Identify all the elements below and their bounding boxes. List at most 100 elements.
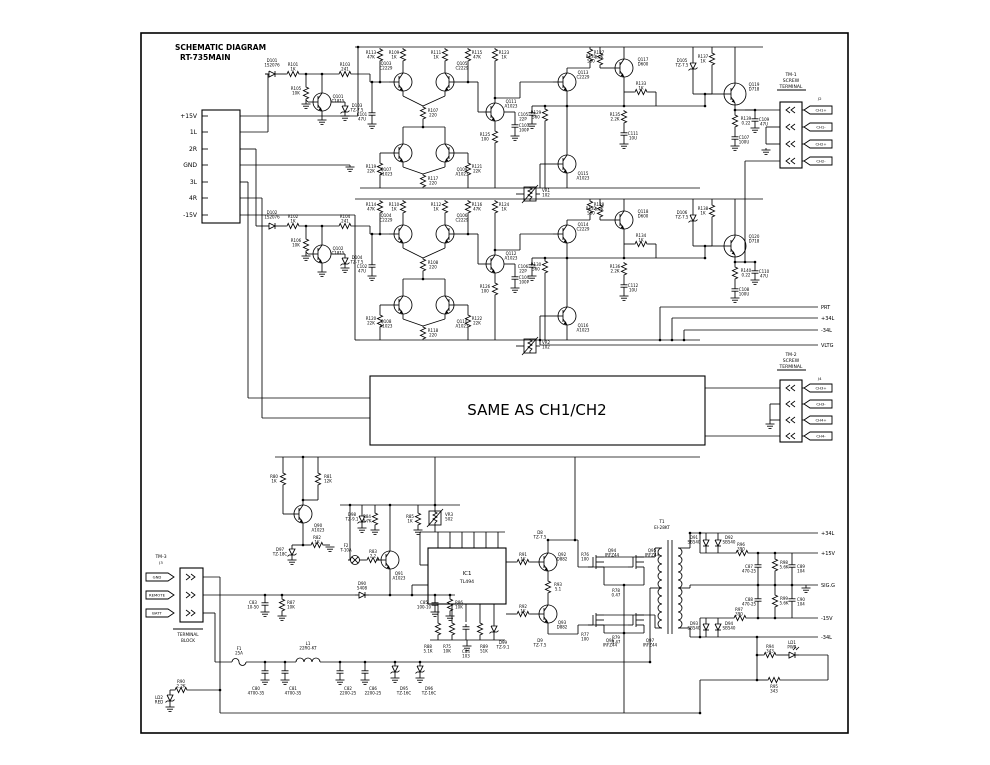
component-label: 22RG-KT: [299, 646, 317, 651]
component-label: A1023: [577, 176, 590, 181]
tm3-name: TM-3: [154, 554, 166, 560]
component-label: Q120: [749, 234, 760, 239]
component-label: R99: [780, 596, 788, 601]
component-label: LD1: [788, 640, 796, 645]
component-label: Q103: [381, 61, 392, 66]
component-label: 241: [341, 219, 349, 224]
component-label: IRFZ44: [605, 553, 620, 558]
component-label: Q119: [749, 82, 760, 87]
component-label: 10K: [292, 91, 300, 96]
tm1-tag-2: [803, 122, 833, 132]
component-label: D103: [352, 103, 363, 108]
pin-label: +15V: [180, 113, 198, 120]
component-label: C88: [745, 597, 753, 602]
component-label: 1K: [520, 557, 526, 562]
component-label: R80: [270, 474, 278, 479]
component-label: R134: [636, 233, 647, 238]
component-label: Q96: [606, 638, 615, 643]
component-label: 104: [797, 569, 805, 574]
tm2-block: [779, 379, 803, 443]
component-label: 100: [581, 557, 589, 562]
component-label: D92: [725, 535, 734, 540]
tm3-caption: BLOCK: [181, 638, 195, 643]
tm3-tag-3: [145, 608, 175, 618]
pin-label: 1L: [190, 129, 198, 136]
component-label: 5408: [357, 586, 368, 591]
component-label: 390: [735, 612, 743, 617]
component-label: Q112: [506, 251, 517, 256]
component-label: R110: [389, 202, 400, 207]
component-label: 102: [542, 345, 550, 350]
component-label: R109: [389, 50, 400, 55]
component-label: D882: [557, 625, 568, 630]
component-label: C2229: [577, 75, 590, 80]
rail-label: +34L: [821, 531, 835, 537]
component-label: C2229: [380, 66, 393, 71]
component-label: R108: [428, 260, 439, 265]
component-label: R76: [581, 552, 589, 557]
component-label: Q106: [457, 213, 468, 218]
ic1-value: TL494: [459, 579, 474, 585]
component-label: 1K: [501, 55, 507, 60]
component-label: 2200-25: [365, 691, 382, 696]
component-label: R94: [766, 644, 774, 649]
component-label: 470-25: [742, 569, 757, 574]
component-label: D90: [358, 581, 367, 586]
component-label: 22P: [519, 269, 527, 274]
component-label: C102: [357, 264, 368, 269]
component-label: C108: [739, 287, 750, 292]
component-label: 47K: [367, 207, 375, 212]
component-label: 22P: [519, 117, 527, 122]
component-label: C84: [462, 649, 470, 654]
component-label: D718: [749, 239, 760, 244]
component-label: R88: [424, 644, 432, 649]
pin-label: 3L: [190, 179, 198, 186]
component-label: TZ-7.5: [533, 535, 547, 540]
component-label: Q92: [558, 552, 567, 557]
component-label: C2229: [456, 66, 469, 71]
component-label: RED: [155, 700, 163, 705]
component-label: R91: [519, 552, 527, 557]
component-label: 1S2076: [264, 63, 280, 68]
tm3-tag-label: REMOTE: [149, 593, 166, 598]
component-label: 47K: [473, 207, 481, 212]
component-label: R139: [741, 116, 752, 121]
component-label: TZ-16C: [421, 691, 437, 696]
component-label: SB540: [723, 626, 736, 631]
rail-label: -34L: [821, 635, 832, 641]
component-label: D91: [690, 535, 699, 540]
component-label: R101: [288, 62, 299, 67]
tm1-block: [779, 101, 803, 169]
component-label: C103: [519, 123, 530, 128]
component-label: 47K: [473, 55, 481, 60]
component-label: D102: [267, 210, 278, 215]
tm2-tag-4: [803, 431, 833, 441]
component-label: D96: [425, 686, 434, 691]
component-label: 22K: [473, 169, 481, 174]
component-label: A1023: [505, 104, 518, 109]
component-label: C2229: [380, 218, 393, 223]
component-label: Q115: [578, 171, 589, 176]
component-label: Q90: [314, 523, 323, 528]
component-label: D105: [677, 58, 688, 63]
component-label: C80: [252, 686, 260, 691]
offpage-label: VLTG: [821, 343, 834, 349]
component-label: R106: [291, 238, 302, 243]
offpage-label: PRT: [821, 305, 831, 311]
component-label: 560: [587, 59, 595, 64]
component-label: C2229: [577, 227, 590, 232]
component-label: 4.7K: [363, 519, 372, 524]
component-label: SB540: [723, 540, 736, 545]
component-label: Q91: [395, 571, 404, 576]
component-label: 100P: [519, 280, 530, 285]
component-label: C81: [289, 686, 297, 691]
component-label: Q111: [506, 99, 517, 104]
component-label: R107: [428, 108, 439, 113]
component-label: 47K: [367, 55, 375, 60]
component-label: R89: [480, 644, 488, 649]
component-label: TZ-7.5: [675, 215, 689, 220]
component-label: 10K: [455, 605, 463, 610]
component-label: 1K: [290, 219, 296, 224]
component-label: Q105: [457, 61, 468, 66]
interconnect-wiring: [185, 45, 818, 714]
